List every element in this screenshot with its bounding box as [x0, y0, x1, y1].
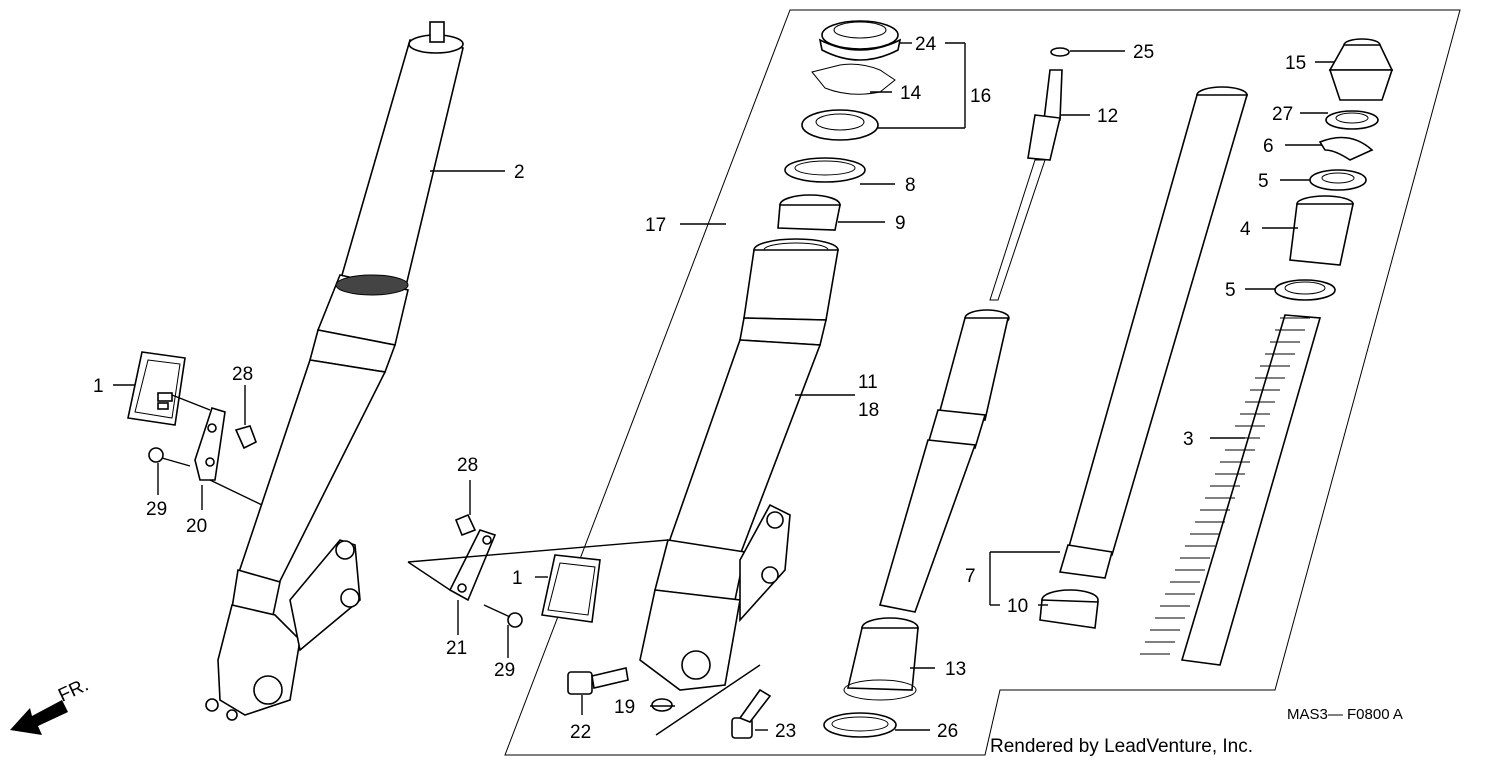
callout-29-left: 29 — [146, 499, 167, 520]
callout-17: 17 — [645, 215, 666, 236]
diagram-code: MAS3— F0800 A — [1287, 706, 1403, 723]
callout-28-right: 28 — [457, 455, 478, 476]
callout-12: 12 — [1097, 106, 1118, 127]
spring-stack — [1140, 38, 1394, 666]
callout-9: 9 — [895, 213, 906, 234]
right-reflector-parts — [407, 513, 669, 628]
callout-22: 22 — [570, 722, 591, 743]
callout-27: 27 — [1272, 104, 1293, 125]
callout-25: 25 — [1133, 42, 1154, 63]
callout-21: 21 — [446, 638, 467, 659]
callout-15: 15 — [1285, 53, 1306, 74]
callout-29-right: 29 — [494, 660, 515, 681]
bottom-bolts — [567, 664, 772, 739]
fork-group-outline — [504, 9, 1461, 756]
callout-1-left: 1 — [93, 376, 104, 397]
leader-lines — [113, 42, 1335, 731]
callout-6: 6 — [1263, 136, 1274, 157]
inner-tube — [1039, 86, 1249, 629]
callout-11: 11 — [858, 372, 878, 393]
credit-text: Rendered by LeadVenture, Inc. — [990, 736, 1253, 757]
callout-24: 24 — [915, 34, 937, 55]
callout-14: 14 — [900, 83, 922, 104]
callout-20: 20 — [186, 516, 207, 537]
callout-5-upper: 5 — [1258, 171, 1269, 192]
callout-8: 8 — [905, 175, 916, 196]
callout-13: 13 — [945, 659, 966, 680]
callout-16: 16 — [970, 86, 991, 107]
callout-18: 18 — [858, 400, 879, 421]
assembled-fork-leg — [205, 21, 464, 721]
callout-2: 2 — [514, 162, 525, 183]
damper-assembly — [823, 47, 1070, 738]
callout-10: 10 — [1007, 596, 1028, 617]
outer-tube — [639, 238, 839, 691]
callout-1-right: 1 — [512, 568, 523, 589]
callout-28-left: 28 — [232, 364, 253, 385]
seal-stack — [777, 20, 902, 231]
callout-4: 4 — [1240, 219, 1251, 240]
callout-5-lower: 5 — [1225, 280, 1236, 301]
callout-7: 7 — [965, 566, 976, 587]
callout-26: 26 — [937, 721, 958, 742]
front-arrow-icon — [10, 700, 68, 735]
callout-3: 3 — [1183, 429, 1194, 450]
callout-23: 23 — [775, 721, 796, 742]
left-reflector-parts — [127, 351, 263, 506]
callout-19: 19 — [614, 697, 635, 718]
